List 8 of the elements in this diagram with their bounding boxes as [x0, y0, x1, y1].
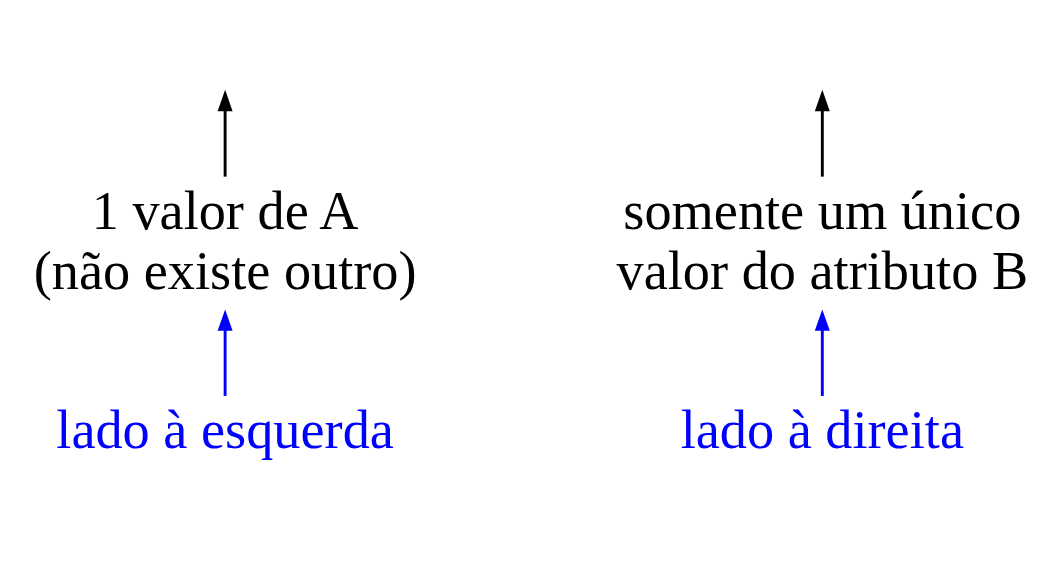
- node-text: lado à esquerda: [56, 399, 394, 460]
- arrow: [217, 89, 233, 177]
- arrow: [814, 308, 830, 396]
- node-text: somente um único valor do atributo B: [616, 180, 1029, 301]
- node-text: lado à direita: [680, 399, 964, 460]
- arrow: [814, 89, 830, 177]
- node-text: 1 valor de A (não existe outro): [33, 180, 417, 301]
- arrow: [217, 308, 233, 396]
